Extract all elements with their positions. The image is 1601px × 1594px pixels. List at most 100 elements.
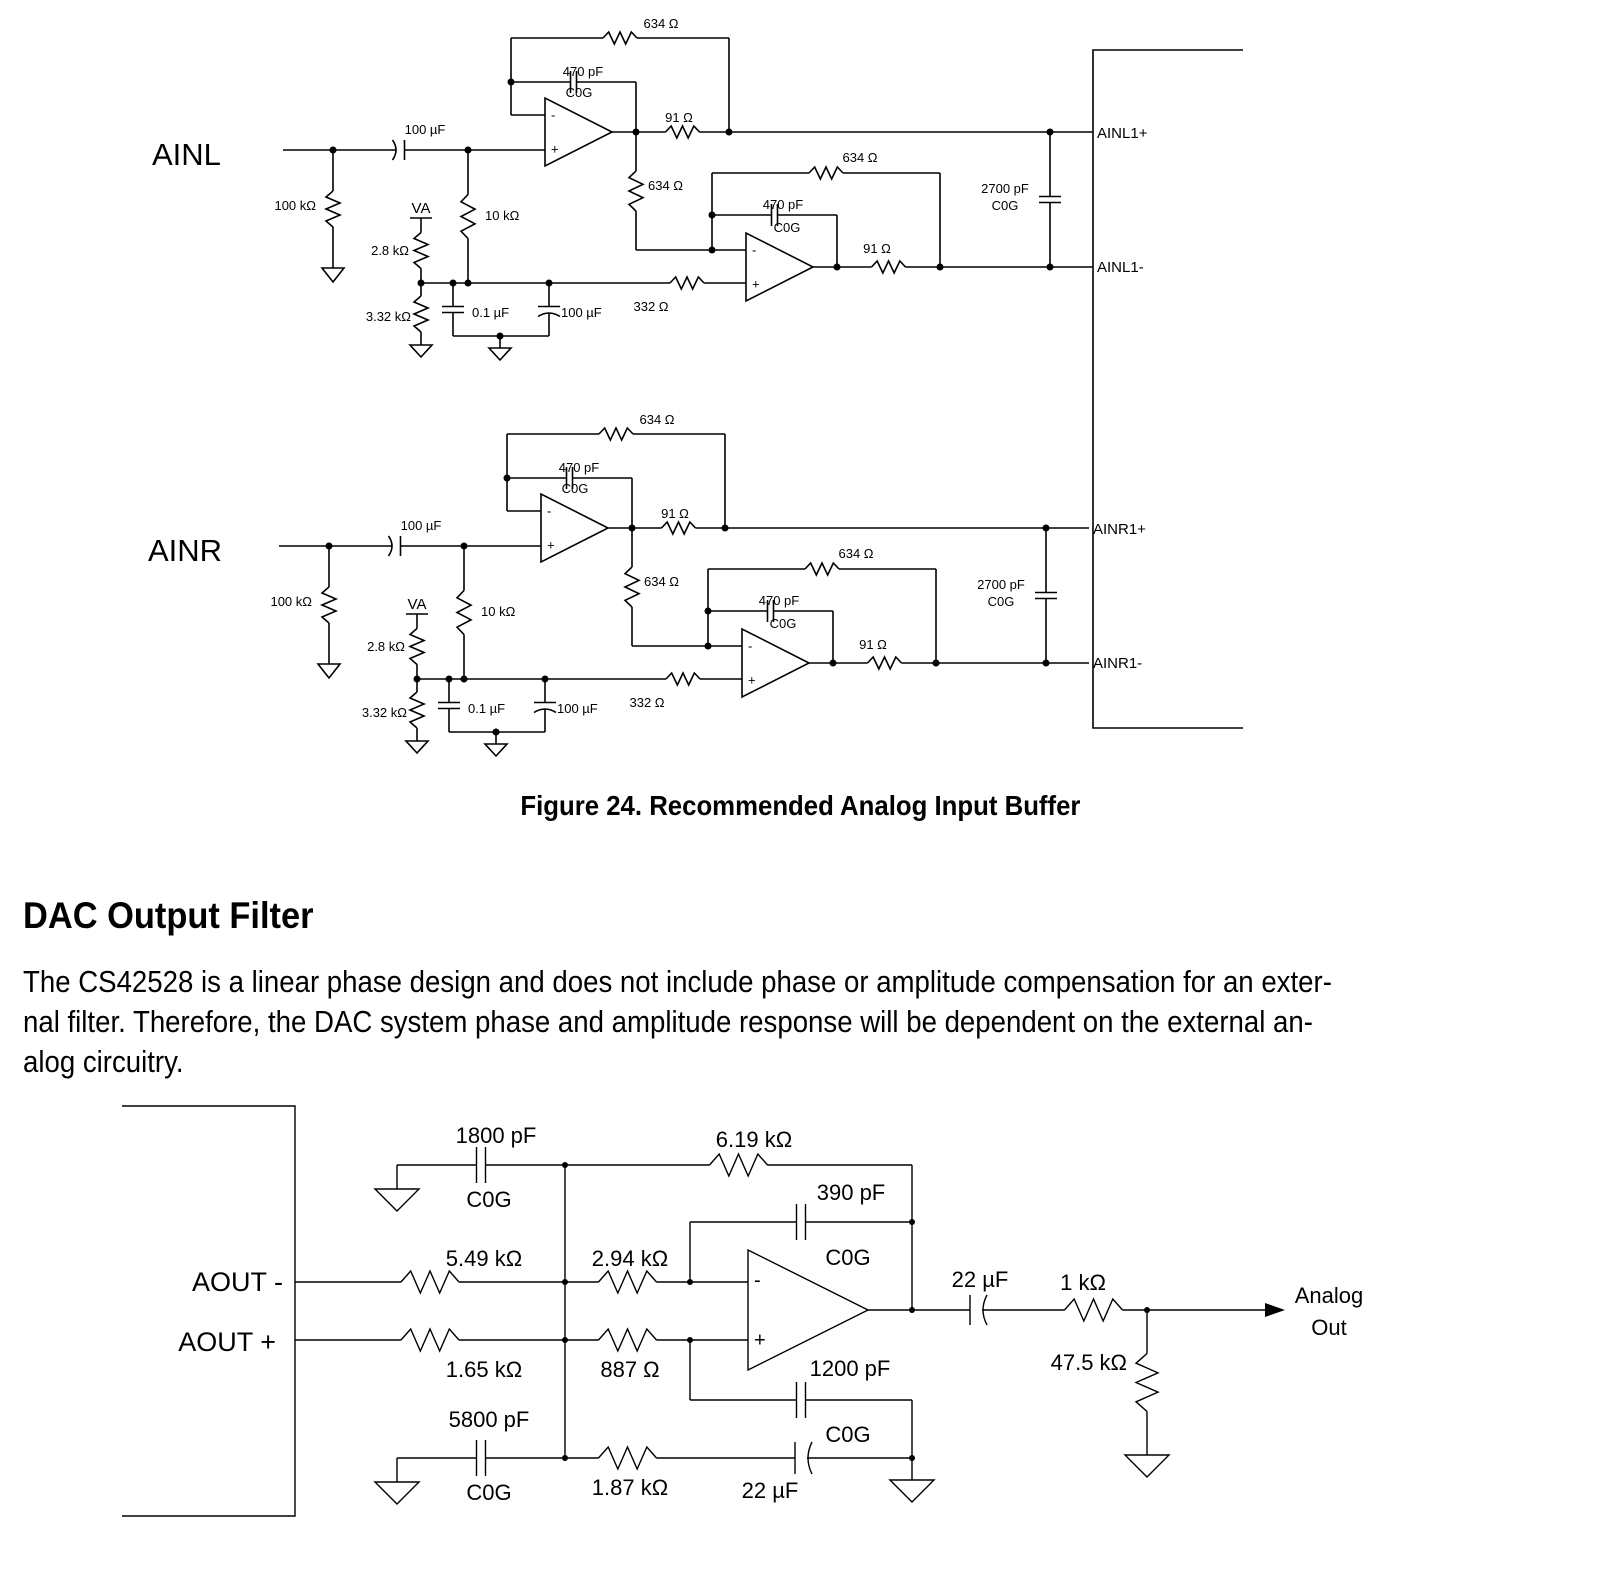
figure-caption-text: Figure 24. Recommended Analog Input Buff… (520, 790, 1081, 821)
input-pin-label: AINR (148, 533, 222, 568)
component-label: C0G (566, 85, 593, 100)
ground-icon (316, 663, 342, 680)
component-label: C0G (466, 1480, 511, 1505)
component-label: C0G (825, 1422, 870, 1447)
output-label: Analog (1295, 1283, 1364, 1308)
component-label: 91 Ω (863, 241, 891, 256)
output-pin-label: AINL1- (1097, 259, 1144, 276)
component-label: 1800 pF (456, 1123, 537, 1148)
output-pin-label: AINR1- (1093, 655, 1142, 672)
paragraph-line: The CS42528 is a linear phase design and… (23, 965, 1332, 999)
component-label: 0.1 µF (468, 701, 505, 716)
resistor-icon (407, 627, 427, 666)
component-label: 1 kΩ (1060, 1270, 1106, 1295)
component-label: 10 kΩ (481, 604, 516, 619)
ground-icon (487, 347, 513, 362)
component-label: C0G (770, 616, 797, 631)
figure-caption: Figure 24. Recommended Analog Input Buff… (0, 790, 1601, 822)
junction-dot (460, 675, 468, 683)
ground-icon (373, 1188, 421, 1212)
ground-icon (888, 1479, 936, 1503)
resistor-icon (407, 691, 427, 729)
polarized-capacitor-icon (982, 1294, 988, 1326)
opamp-icon (747, 1248, 870, 1372)
resistor-icon (459, 193, 477, 240)
resistor-icon (411, 231, 431, 270)
resistor-icon (1063, 1297, 1124, 1323)
component-label: 1.65 kΩ (446, 1357, 522, 1382)
resistor-icon (597, 1327, 658, 1353)
component-label: 332 Ω (633, 299, 668, 314)
polarized-capacitor-icon (533, 708, 557, 714)
component-label: 100 µF (561, 305, 602, 320)
resistor-icon (808, 165, 844, 181)
component-label: 91 Ω (661, 506, 689, 521)
component-label: C0G (466, 1187, 511, 1212)
junction-dot (704, 642, 712, 650)
resistor-icon (664, 124, 701, 140)
component-label: 634 Ω (644, 574, 679, 589)
polarized-capacitor-icon (391, 139, 397, 161)
component-label: 5.49 kΩ (446, 1246, 522, 1271)
ground-icon (404, 740, 430, 755)
opamp-terminal-label: - (748, 638, 752, 653)
component-label: 1200 pF (810, 1356, 891, 1381)
ground-icon (408, 344, 434, 359)
section-heading-text: DAC Output Filter (23, 895, 314, 936)
opamp-terminal-label: - (551, 107, 555, 122)
opamp-icon (745, 231, 815, 303)
output-pin-label: AINL1+ (1097, 125, 1148, 142)
opamp-terminal-label: + (551, 141, 559, 156)
component-label: 2.94 kΩ (592, 1246, 668, 1271)
opamp-terminal-label: + (748, 672, 756, 687)
resistor-icon (660, 520, 697, 536)
resistor-icon (870, 259, 907, 275)
component-label: 2700 pF (977, 577, 1025, 592)
component-label: 100 kΩ (270, 594, 312, 609)
resistor-icon (597, 1445, 658, 1471)
opamp-terminal-label: + (752, 276, 760, 291)
opamp-terminal-label: + (547, 537, 555, 552)
component-label: 6.19 kΩ (716, 1127, 792, 1152)
opamp-terminal-label: + (754, 1330, 766, 1352)
resistor-icon (627, 170, 645, 212)
polarized-capacitor-icon (387, 535, 393, 557)
component-label: C0G (992, 198, 1019, 213)
section-paragraph: The CS42528 is a linear phase design and… (23, 962, 1583, 1082)
component-label: 634 Ω (648, 178, 683, 193)
component-label: 5800 pF (449, 1407, 530, 1432)
component-label: 470 pF (763, 197, 804, 212)
component-label: 470 pF (559, 460, 600, 475)
input-pin-label: AINL (152, 137, 221, 172)
opamp-icon (741, 627, 811, 699)
opamp-terminal-label: - (752, 242, 756, 257)
resistor-icon (669, 275, 705, 291)
resistor-icon (597, 1269, 658, 1295)
section-heading: DAC Output Filter (23, 895, 335, 937)
component-label: 1.87 kΩ (592, 1475, 668, 1500)
component-label: 100 µF (401, 518, 442, 533)
component-label: C0G (825, 1245, 870, 1270)
resistor-icon (455, 589, 473, 636)
component-label: 887 Ω (600, 1357, 659, 1382)
resistor-icon (708, 1152, 769, 1178)
ground-icon (1123, 1454, 1171, 1478)
component-label: 332 Ω (629, 695, 664, 710)
opamp-terminal-label: - (547, 503, 551, 518)
component-label: 100 kΩ (274, 198, 316, 213)
opamp-icon (544, 96, 614, 168)
supply-label: VA (412, 200, 431, 217)
supply-label: VA (408, 596, 427, 613)
resistor-icon (400, 1269, 460, 1295)
ground-icon (373, 1481, 421, 1505)
component-label: 2700 pF (981, 181, 1029, 196)
component-label: 634 Ω (639, 412, 674, 427)
component-label: 22 µF (952, 1267, 1009, 1292)
resistor-icon (319, 586, 339, 624)
component-label: 634 Ω (643, 16, 678, 31)
dac-block-outline (122, 1105, 296, 1517)
component-label: 634 Ω (842, 150, 877, 165)
component-label: 91 Ω (859, 637, 887, 652)
ground-icon (483, 743, 509, 758)
